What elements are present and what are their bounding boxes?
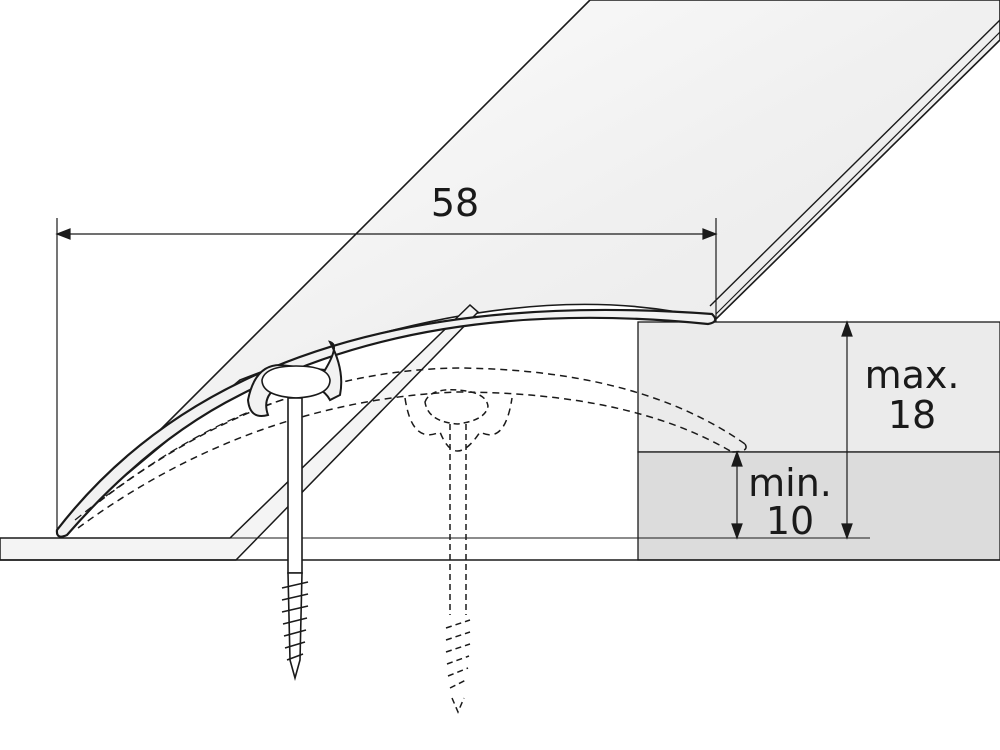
width-value: 58 [431, 181, 479, 225]
dimension-width [55, 218, 718, 535]
dimension-min-height [731, 450, 743, 540]
right-floor [637, 321, 1000, 561]
min-height-value: 10 [766, 499, 814, 543]
max-height-value: 18 [888, 393, 936, 437]
screw-fixed [261, 365, 331, 681]
profile-cross-section [55, 308, 717, 538]
dimension-max-height [841, 320, 853, 540]
screw-dashed [424, 389, 489, 714]
max-height-prefix: max. [865, 353, 960, 397]
min-height-prefix: min. [748, 461, 832, 505]
